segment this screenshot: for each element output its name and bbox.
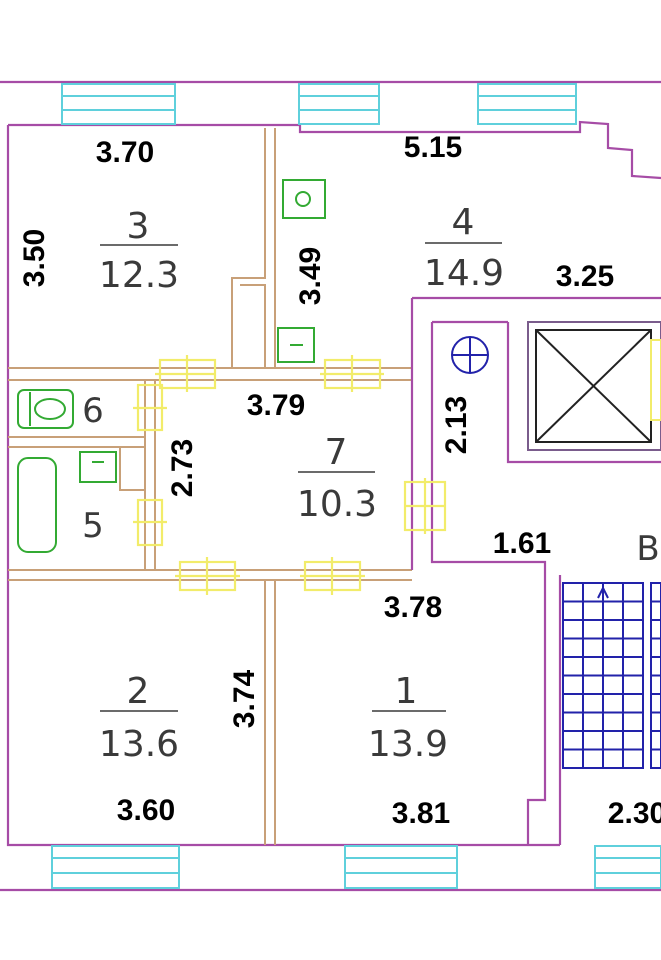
sink-room4	[282, 179, 326, 219]
dim-room2-width: 3.60	[117, 794, 175, 827]
dim-room4-right: 3.25	[556, 260, 614, 293]
dim-room3-width: 3.70	[96, 136, 154, 169]
interior-walls	[8, 128, 661, 845]
room-7-number: 7	[325, 432, 348, 473]
dim-room3-height: 3.50	[18, 229, 51, 287]
boiler-icon	[451, 336, 489, 374]
room-3-number: 3	[127, 206, 150, 247]
room-3-area: 12.3	[99, 255, 179, 296]
dim-hall-161: 1.61	[493, 527, 551, 560]
room-5-number: 5	[82, 506, 104, 546]
room-4-area: 14.9	[424, 253, 504, 294]
bottom-windows	[51, 845, 661, 889]
room-6-number: 6	[82, 391, 104, 431]
bath-sink-icon	[79, 451, 117, 483]
dim-room2-height: 3.74	[228, 669, 261, 728]
dim-room1-width: 3.81	[392, 797, 450, 830]
dim-wall-349: 3.49	[294, 247, 327, 305]
room-1-number: 1	[395, 671, 418, 712]
elevator-shaft	[527, 321, 661, 451]
room-4-number: 4	[452, 202, 475, 243]
room-2-number: 2	[127, 671, 150, 712]
toilet-icon	[17, 389, 74, 429]
room-7-area: 10.3	[297, 484, 377, 525]
room-2-area: 13.6	[99, 724, 179, 765]
top-windows	[61, 83, 577, 125]
dim-room4-width: 5.15	[404, 131, 462, 164]
dim-corridor-width: 3.79	[247, 389, 305, 422]
staircase	[562, 582, 661, 769]
edge-label: B	[636, 529, 659, 569]
room-1-area: 13.9	[368, 724, 448, 765]
dimension-labels: 3.70 3.50 5.15 3.49 3.25 3.79 2.73 2.13 …	[18, 131, 661, 830]
dim-room1-top: 3.78	[384, 591, 442, 624]
bathtub-icon	[17, 457, 57, 553]
room-labels: 3 12.3 4 14.9 7 10.3 2 13.6 1 13.9 6 5	[82, 202, 504, 765]
dim-hall-213: 2.13	[440, 396, 473, 454]
outer-walls	[0, 80, 661, 892]
stair-arrow-icon	[597, 585, 609, 599]
door-openings	[133, 355, 447, 595]
sink-small	[277, 327, 315, 363]
dim-corridor-height: 2.73	[166, 439, 199, 497]
dim-stair-width: 2.30	[608, 797, 661, 830]
